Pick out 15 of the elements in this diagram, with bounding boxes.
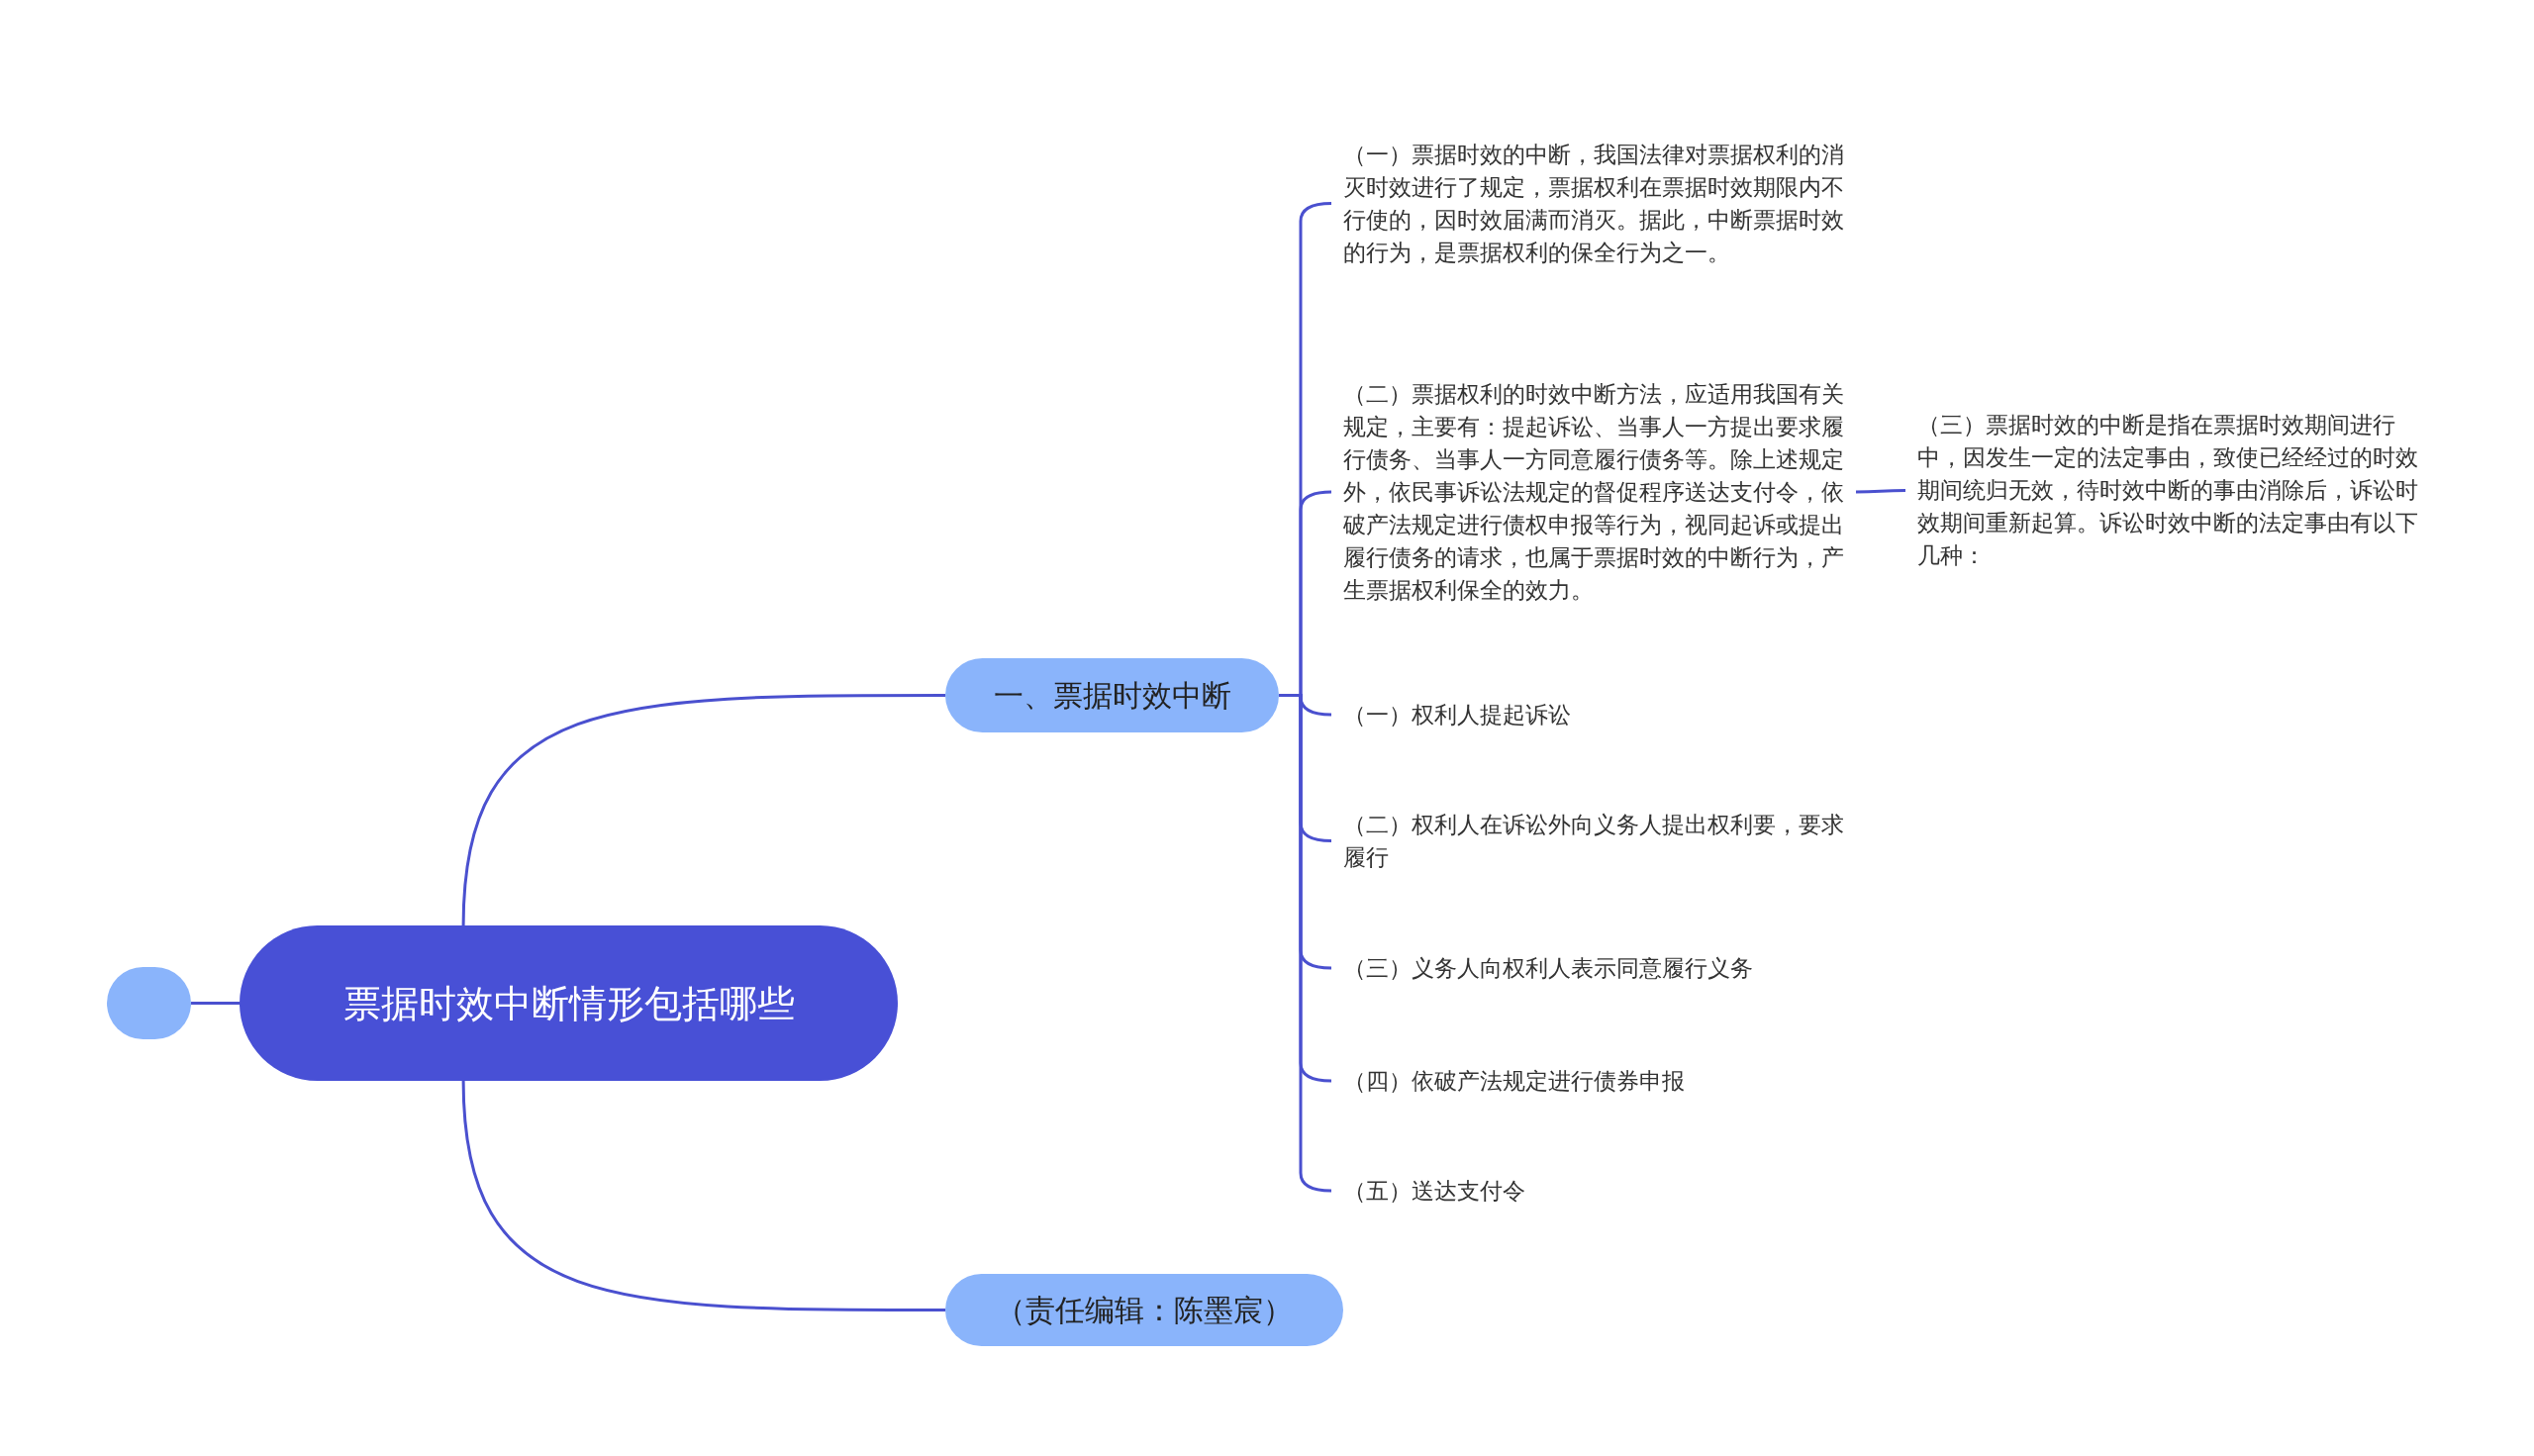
topic-box: （责任编辑：陈墨宸） — [945, 1274, 1343, 1346]
leaf-text: （一）权利人提起诉讼 — [1331, 695, 1856, 734]
leaf-text: （三）义务人向权利人表示同意履行义务 — [1331, 948, 1856, 988]
connector-line — [191, 1002, 240, 1005]
leaf-text: （三）票据时效的中断是指在票据时效期间进行中，因发生一定的法定事由，致使已经经过的时效期间统归无效，待时效中断的事由消除后，诉讼时效期间重新起算。诉讼时效中断的法定事由有以下几种： — [1905, 404, 2430, 577]
leaf-text: （四）依破产法规定进行债券申报 — [1331, 1061, 1856, 1101]
connector-line — [461, 694, 945, 926]
topic-box: 一、票据时效中断 — [945, 658, 1279, 732]
leaf-text: （二）权利人在诉讼外向义务人提出权利要，要求履行 — [1331, 804, 1856, 878]
connector-line — [1856, 489, 1905, 494]
leaf-text: （二）票据权利的时效中断方法，应适用我国有关规定，主要有：提起诉讼、当事人一方提出要求履行债务、当事人一方同意履行债务等。除上述规定外，依民事诉讼法规定的督促程序送达支付令，依破产法规定进行债权申报等行为，视同起诉或提出履行债务的请求，也属于票据时效的中断行为，产生票据权利保全的效力。 — [1331, 358, 1856, 626]
connector-line — [461, 1080, 945, 1311]
central-topic: 票据时效中断情形包括哪些 — [240, 925, 898, 1081]
leaf-text: （五）送达支付令 — [1331, 1171, 1856, 1211]
leaf-text: （一）票据时效的中断，我国法律对票据权利的消灭时效进行了规定，票据权利在票据时效期限内不行使的，因时效届满而消灭。据此，中断票据时效的行为，是票据权利的保全行为之一。 — [1331, 117, 1856, 290]
